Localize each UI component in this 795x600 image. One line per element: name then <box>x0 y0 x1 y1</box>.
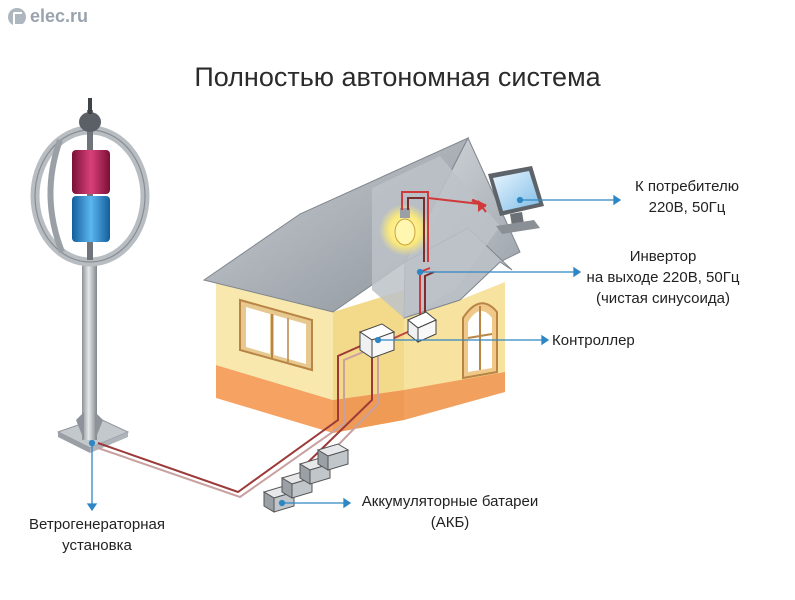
pointer-batteries <box>278 497 352 509</box>
wire-controller-to-batteries <box>299 356 373 471</box>
turbine-generator-red <box>72 150 110 194</box>
turbine-pole <box>82 258 97 440</box>
label-wind-generator-line2: установка <box>62 537 132 554</box>
site-watermark: elec.ru <box>8 6 88 27</box>
label-inverter: Инвертор на выходе 220В, 50Гц (чистая си… <box>574 246 752 309</box>
wire-turbine-to-controller <box>97 343 366 494</box>
wire-to-bulb <box>401 191 429 262</box>
diagram-title: Полностью автономная система <box>194 62 601 92</box>
label-inverter-line1: Инвертор <box>629 248 697 265</box>
turbine-generator-blue <box>72 196 110 242</box>
label-wind-generator-line1: Ветрогенераторная <box>28 516 165 533</box>
label-wind-generator: Ветрогенераторная установка <box>14 514 180 556</box>
monitor-icon <box>488 166 544 234</box>
pointer-lines <box>86 194 622 512</box>
label-consumer-line2: 220В, 50Гц <box>648 199 726 216</box>
label-inverter-line3: (чистая синусоида) <box>596 290 730 307</box>
label-batteries: Аккумуляторные батареи (АКБ) <box>350 491 550 533</box>
label-batteries-line2: (АКБ) <box>430 514 470 531</box>
watermark-text: elec.ru <box>30 6 89 26</box>
house <box>202 136 521 433</box>
label-consumer: К потребителю 220В, 50Гц <box>612 176 762 218</box>
label-batteries-line1: Аккумуляторные батареи <box>361 493 539 510</box>
wind-turbine <box>30 98 150 453</box>
pointer-wind-generator <box>86 439 98 512</box>
inverter-box <box>407 311 437 344</box>
turbine-top-cap <box>79 112 101 132</box>
light-bulb-icon <box>394 218 416 246</box>
pointer-consumer <box>516 194 622 206</box>
pointer-controller <box>374 334 550 346</box>
battery-bank <box>262 443 350 513</box>
label-consumer-line1: К потребителю <box>635 178 739 195</box>
label-controller: Контроллер <box>552 332 635 349</box>
pointer-inverter <box>416 266 582 278</box>
label-inverter-line2: на выходе 220В, 50Гц <box>586 269 740 286</box>
elec-logo-icon <box>8 7 26 26</box>
battery-4 <box>316 443 350 471</box>
attic-gable <box>372 156 500 318</box>
